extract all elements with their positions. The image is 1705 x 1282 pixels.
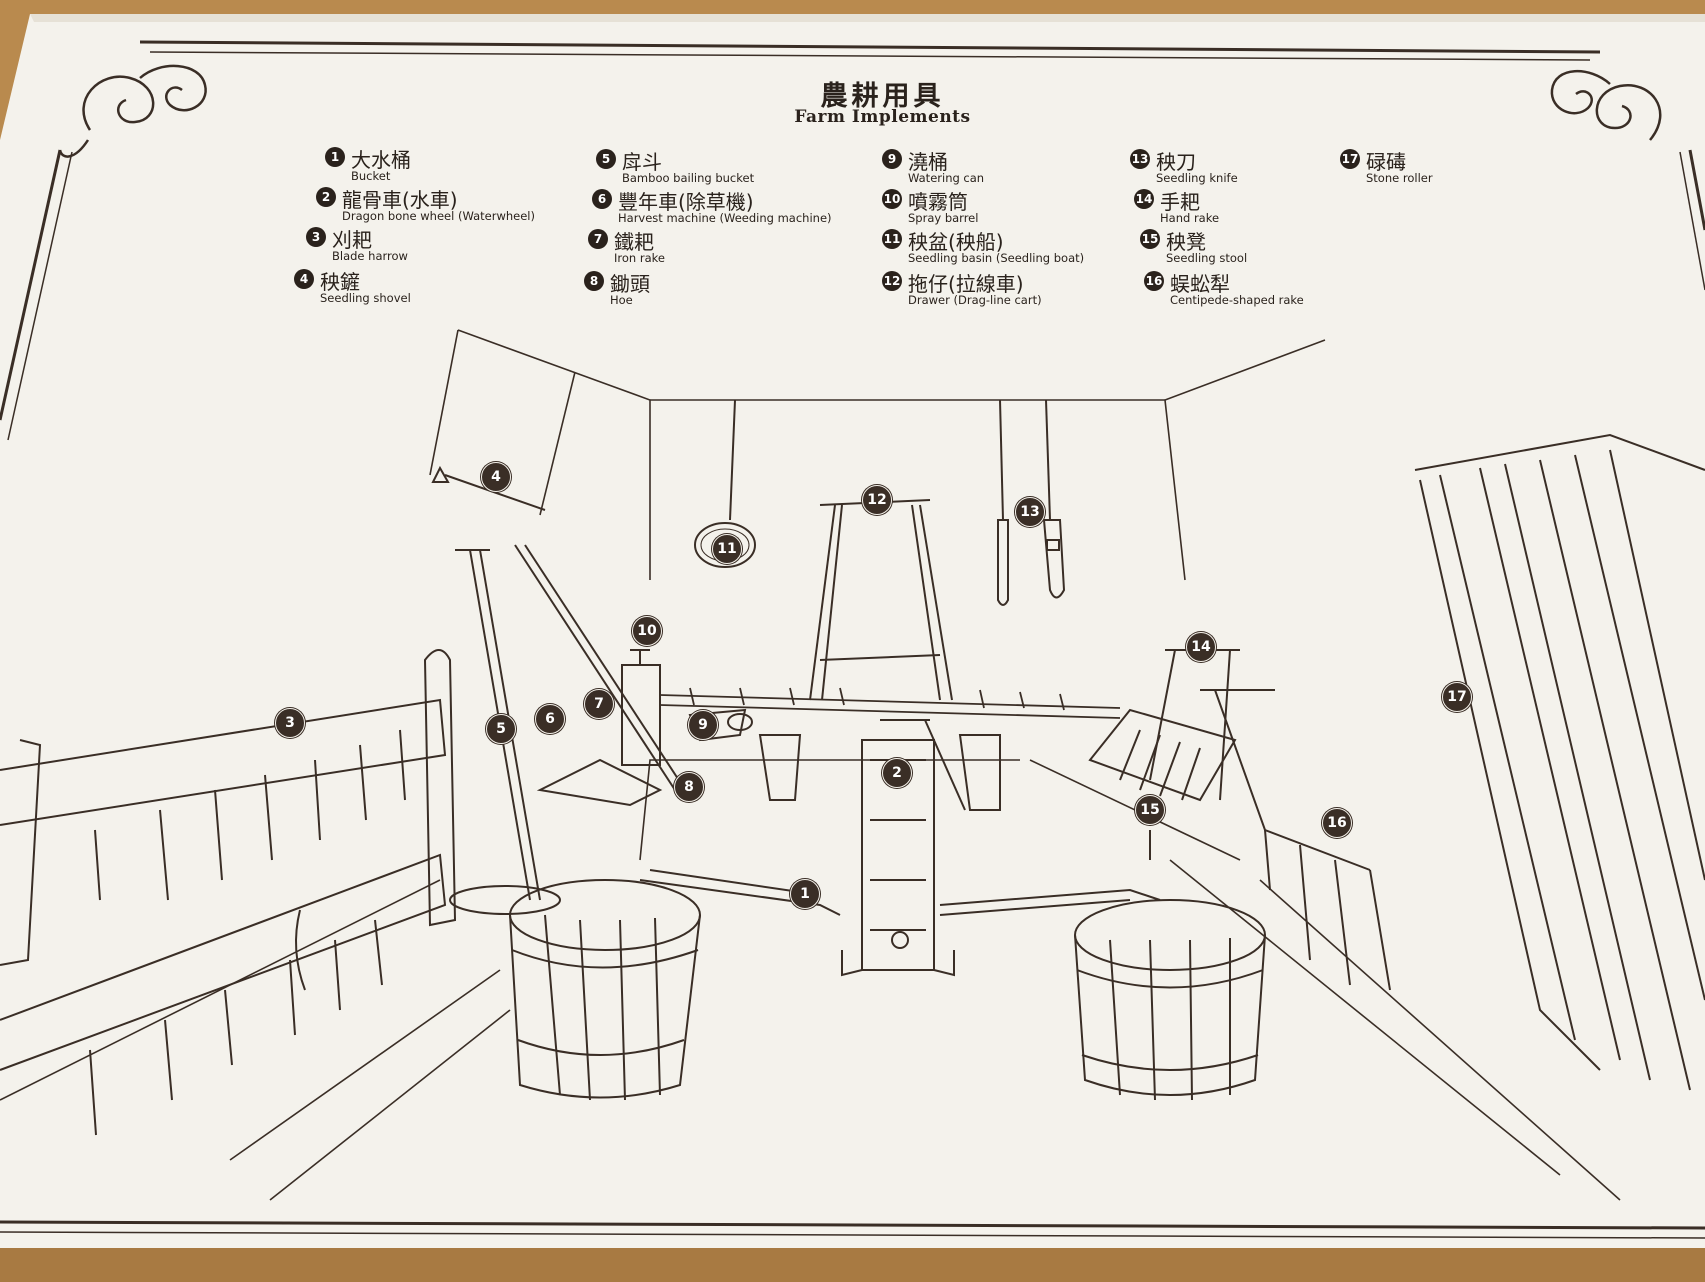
marker-1: 1 — [790, 879, 820, 909]
marker-13: 13 — [1015, 497, 1045, 527]
marker-15: 15 — [1135, 795, 1165, 825]
legend-label-en: Spray barrel — [908, 211, 979, 225]
legend-label-en: Iron rake — [614, 251, 665, 265]
marker-7: 7 — [584, 689, 614, 719]
title-chinese: 農耕用具 — [820, 81, 945, 112]
legend-number: 15 — [1140, 229, 1160, 249]
marker-9: 9 — [688, 710, 718, 740]
marker-11: 11 — [712, 534, 742, 564]
legend-label-en: Hoe — [610, 293, 633, 307]
legend-label-zh: 鋤頭 — [610, 272, 650, 296]
legend-number: 7 — [588, 229, 608, 249]
legend-label-zh: 蜈蚣犁 — [1170, 272, 1230, 296]
legend-label-en: Watering can — [908, 171, 985, 185]
marker-6: 6 — [535, 704, 565, 734]
legend-label-zh: 大水桶 — [351, 148, 411, 172]
legend-number: 4 — [294, 269, 314, 289]
back-rack-drawing — [659, 687, 1121, 719]
title-english: Farm Implements — [794, 107, 971, 127]
legend-label-zh: 鐵耙 — [614, 230, 654, 254]
stools-drawing — [758, 734, 1001, 811]
legend-label-zh: 刈耙 — [332, 228, 372, 252]
marker-14: 14 — [1186, 632, 1216, 662]
legend-number: 13 — [1130, 149, 1150, 169]
legend-label-zh: 豐年車(除草機) — [618, 190, 754, 214]
legend-label-zh: 龍骨車(水車) — [342, 188, 458, 212]
legend-number: 3 — [306, 227, 326, 247]
legend-number: 11 — [882, 229, 902, 249]
legend-label-zh: 碌碡 — [1366, 150, 1406, 174]
marker-2: 2 — [882, 758, 912, 788]
legend-label-zh: 手耙 — [1160, 190, 1200, 214]
legend-label-zh: 戽斗 — [622, 150, 662, 174]
legend-number: 17 — [1340, 149, 1360, 169]
legend-number: 2 — [316, 187, 336, 207]
corner-ornament-left — [58, 64, 207, 158]
seedling-knife-drawing — [997, 399, 1066, 606]
legend-label-zh: 秧刀 — [1156, 150, 1196, 174]
legend-label-en: Seedling stool — [1166, 251, 1248, 265]
seedling-shovel-drawing — [431, 465, 546, 511]
legend-label-en: Seedling knife — [1156, 171, 1238, 185]
legend-label-en: Dragon bone wheel (Waterwheel) — [342, 209, 535, 223]
legend-number: 5 — [596, 149, 616, 169]
blade-harrow-drawing — [0, 649, 457, 1136]
marker-8: 8 — [674, 772, 704, 802]
corner-ornament-right — [1550, 70, 1662, 141]
bucket-right-drawing — [939, 888, 1266, 1101]
marker-4: 4 — [481, 462, 511, 492]
legend-label-en: Hand rake — [1160, 211, 1220, 225]
legend-number: 12 — [882, 271, 902, 291]
legend-number: 9 — [882, 149, 902, 169]
legend-label-zh: 秧凳 — [1166, 230, 1206, 254]
legend-label-zh: 噴霧筒 — [908, 190, 968, 214]
legend-label-zh: 澆桶 — [908, 150, 948, 174]
marker-5: 5 — [486, 714, 516, 744]
legend-label-en: Seedling shovel — [320, 291, 411, 305]
legend-number: 16 — [1144, 271, 1164, 291]
legend-label-en: Bucket — [351, 169, 391, 183]
spray-barrel-drawing — [621, 649, 661, 766]
legend-number: 1 — [325, 147, 345, 167]
legend-number: 14 — [1134, 189, 1154, 209]
room-lines — [0, 329, 1621, 1201]
marker-12: 12 — [862, 485, 892, 515]
legend-label-en: Centipede-shaped rake — [1170, 293, 1304, 307]
legend-number: 8 — [584, 271, 604, 291]
marker-10: 10 — [632, 616, 662, 646]
legend-label-en: Harvest machine (Weeding machine) — [618, 211, 832, 225]
legend-label-zh: 秧鏟 — [320, 270, 360, 294]
marker-17: 17 — [1442, 682, 1472, 712]
legend-label-en: Stone roller — [1366, 171, 1433, 185]
board-panel — [0, 14, 1705, 1248]
marker-16: 16 — [1322, 808, 1352, 838]
marker-3: 3 — [275, 708, 305, 738]
seedling-basin-drawing — [694, 399, 756, 568]
legend-label-en: Bamboo bailing bucket — [622, 171, 755, 185]
stone-roller-drawing — [1414, 433, 1705, 1091]
legend-label-en: Seedling basin (Seedling boat) — [908, 251, 1085, 265]
legend-label-zh: 拖仔(拉線車) — [908, 272, 1024, 296]
legend-label-zh: 秧盆(秧船) — [908, 230, 1004, 254]
rakes-right-drawing — [1088, 649, 1391, 991]
legend-label-en: Blade harrow — [332, 249, 408, 263]
legend-number: 10 — [882, 189, 902, 209]
legend-number: 6 — [592, 189, 612, 209]
legend-label-en: Drawer (Drag-line cart) — [908, 293, 1042, 307]
